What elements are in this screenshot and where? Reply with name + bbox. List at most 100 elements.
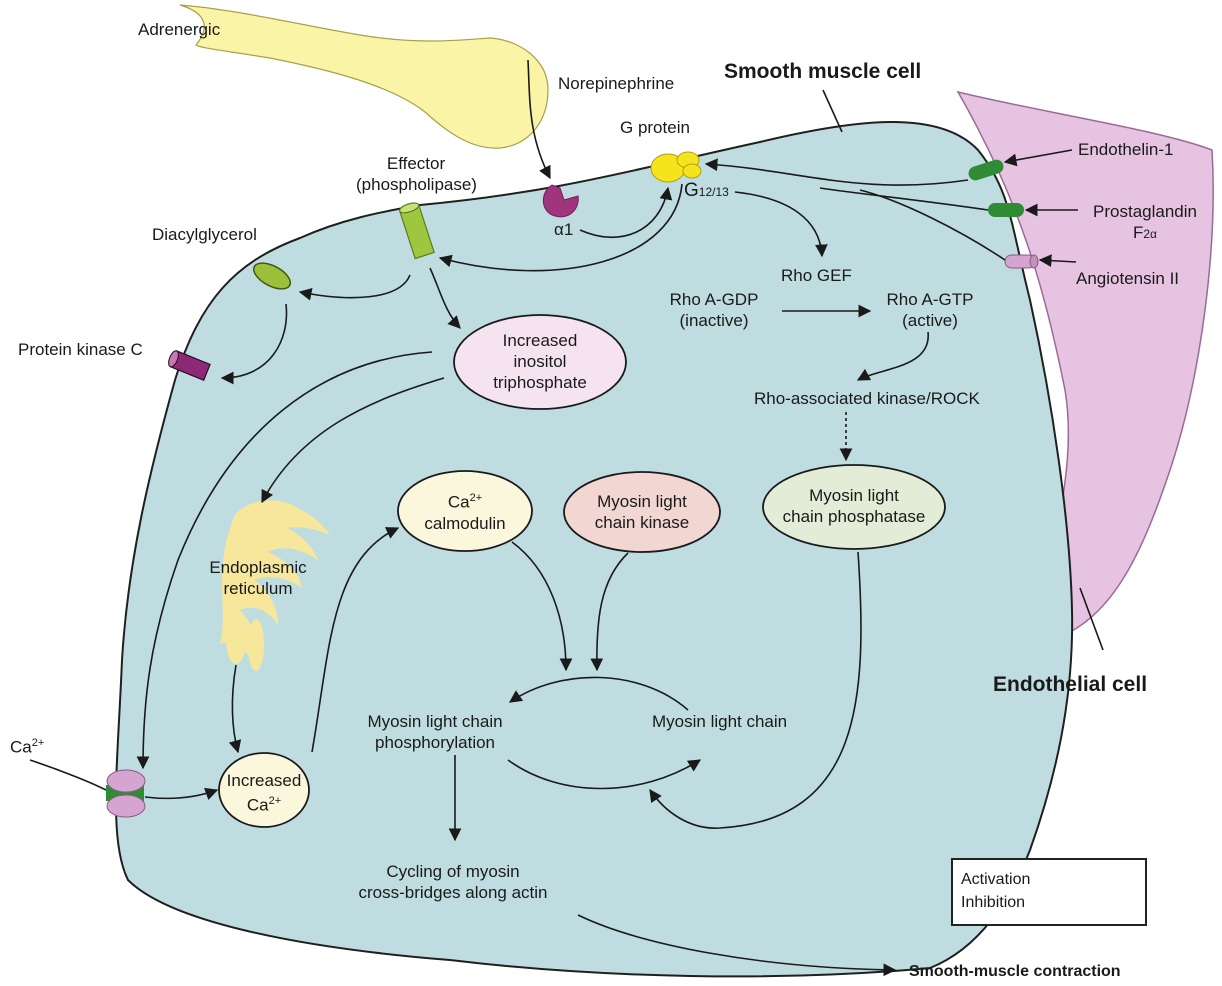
legend-box: Activation Inhibition xyxy=(951,858,1147,926)
calcium-channel xyxy=(106,769,146,818)
norepinephrine-label: Norepinephrine xyxy=(558,74,675,93)
ip3-line2: inositol xyxy=(513,352,567,371)
angiotensin-receptor xyxy=(1004,254,1039,269)
arrow-effector-to-dag xyxy=(298,274,411,301)
er-line1: Endoplasmic xyxy=(209,558,307,577)
mlcp-line2: chain phosphatase xyxy=(782,507,926,526)
g12-13-main: G xyxy=(684,180,699,201)
effector-line1: Effector xyxy=(386,154,446,173)
cycling-line1: Cycling of myosin xyxy=(386,862,520,881)
rho-gtp-line2: (active) xyxy=(902,311,958,330)
arrow-gtp-to-rock xyxy=(856,331,929,381)
arrow-er-to-increased-ca xyxy=(228,664,242,754)
arrow-endothelin-in xyxy=(1003,149,1073,167)
protein-kinase-c-shape xyxy=(168,350,211,381)
rho-gtp-label: Rho A-GTP (active) xyxy=(872,289,988,331)
arrow-g1213-to-rhogef xyxy=(734,191,828,258)
arrow-effector-to-ip3 xyxy=(429,267,461,329)
leader-smooth-muscle-cell xyxy=(822,89,843,133)
adrenergic-label: Adrenergic xyxy=(138,20,221,39)
prostaglandin-line1: Prostaglandin xyxy=(1093,202,1197,221)
ca-calmodulin-line2: calmodulin xyxy=(424,513,506,533)
arrow-alpha1-to-gprotein xyxy=(579,186,673,239)
arrow-cycling-to-contraction xyxy=(577,914,897,977)
ext-ca-sup: 2+ xyxy=(31,737,45,749)
arrow-norepi-to-alpha1 xyxy=(527,59,551,180)
arrow-channel-to-increased-ca xyxy=(144,787,219,800)
endothelial-cell-shape xyxy=(956,90,1214,642)
mlcp-oval xyxy=(762,464,946,550)
arrow-mlc-to-phosphorylation xyxy=(508,676,689,711)
leader-endothelial-cell xyxy=(1079,587,1104,651)
ext-ca-main: Ca xyxy=(10,737,32,757)
g-protein xyxy=(650,151,702,183)
legend-activation-label: Activation xyxy=(961,871,1031,888)
effector-label: Effector (phospholipase) xyxy=(356,153,477,195)
mlc-phos-line1: Myosin light chain xyxy=(367,712,503,731)
ca-calmodulin-oval xyxy=(397,470,533,552)
arrow-ext-ca-in xyxy=(29,759,107,791)
rho-gef-label: Rho GEF xyxy=(781,266,852,285)
mlck-label: Myosin light chain kinase xyxy=(572,491,712,533)
diacylglycerol-label: Diacylglycerol xyxy=(152,225,257,244)
adrenergic-neuron-shape xyxy=(179,4,549,149)
arrow-receptors-to-gprotein xyxy=(704,158,969,186)
diacylglycerol-shape xyxy=(252,262,292,290)
endothelin-label: Endothelin-1 xyxy=(1078,140,1174,159)
arrow-dag-to-pkc xyxy=(220,303,288,385)
g12-13-label: G12/13 xyxy=(684,180,729,203)
mlck-line1: Myosin light xyxy=(597,492,687,511)
ca-calmodulin-line1: Ca2+ xyxy=(405,488,525,513)
rho-gdp-label: Rho A-GDP (inactive) xyxy=(656,289,772,331)
prostaglandin-receptor xyxy=(988,203,1024,217)
er-line2: reticulum xyxy=(223,579,293,598)
increased-ca-line2: Ca2+ xyxy=(219,791,309,816)
endothelin-receptor xyxy=(968,159,1004,181)
protein-kinase-c-label: Protein kinase C xyxy=(18,340,143,359)
rho-gdp-line2: (inactive) xyxy=(679,311,749,330)
g12-13-sub: 12/13 xyxy=(698,185,729,199)
smooth-muscle-cell-title: Smooth muscle cell xyxy=(724,60,922,83)
mlcp-line1: Myosin light xyxy=(809,486,899,505)
pgf-sub: 2α xyxy=(1143,227,1157,241)
prostaglandin-label: Prostaglandin F2α xyxy=(1080,201,1210,245)
arrow-calmodulin-to-mlc-cycle xyxy=(511,541,573,672)
increased-ca-line1: Increased xyxy=(226,771,302,790)
increased-ca-sup: 2+ xyxy=(268,795,282,807)
increased-ca-main: Ca xyxy=(246,795,269,815)
endoplasmic-reticulum xyxy=(220,500,330,671)
pgf-main: F xyxy=(1132,223,1144,242)
extracellular-ca-label: Ca2+ xyxy=(10,733,44,758)
prostaglandin-line2: F2α xyxy=(1080,222,1210,245)
ca-calmodulin-sup: 2+ xyxy=(469,492,483,504)
mlc-phosphorylation-label: Myosin light chain phosphorylation xyxy=(352,711,518,753)
mlcp-label: Myosin light chain phosphatase xyxy=(772,485,936,527)
mlc-phos-line2: phosphorylation xyxy=(374,733,496,752)
contraction-label: Smooth-muscle contraction xyxy=(909,963,1121,980)
arrow-ip3-to-er xyxy=(261,377,445,504)
rock-label: Rho-associated kinase/ROCK xyxy=(754,389,980,408)
cycling-label: Cycling of myosin cross-bridges along ac… xyxy=(344,861,562,903)
endothelial-cell-title: Endothelial cell xyxy=(993,673,1148,696)
rho-gdp-line1: Rho A-GDP xyxy=(669,290,759,309)
arrow-mlck-to-mlc-cycle xyxy=(590,552,629,672)
rho-gtp-line1: Rho A-GTP xyxy=(886,290,974,309)
mlck-oval xyxy=(563,471,721,553)
ip3-line3: triphosphate xyxy=(493,373,587,392)
ip3-label: Increased inositol triphosphate xyxy=(470,330,610,393)
arrow-angiotensin-in xyxy=(1038,254,1077,268)
ip3-oval xyxy=(453,314,627,410)
arrow-ip3-to-ca-channel xyxy=(136,351,433,770)
increased-ca-oval xyxy=(218,752,310,828)
g-protein-label: G protein xyxy=(620,118,690,137)
line-prostaglandin-receptor-to-g xyxy=(819,187,989,211)
alpha1-receptor xyxy=(542,184,579,218)
ip3-line1: Increased xyxy=(502,331,578,350)
angiotensin-label: Angiotensin II xyxy=(1076,269,1180,288)
increased-ca-label: Increased Ca2+ xyxy=(219,770,309,816)
alpha1-label: α1 xyxy=(554,220,574,239)
arrow-increased-ca-to-calmodulin xyxy=(311,527,400,753)
effector-cylinder xyxy=(398,202,435,260)
